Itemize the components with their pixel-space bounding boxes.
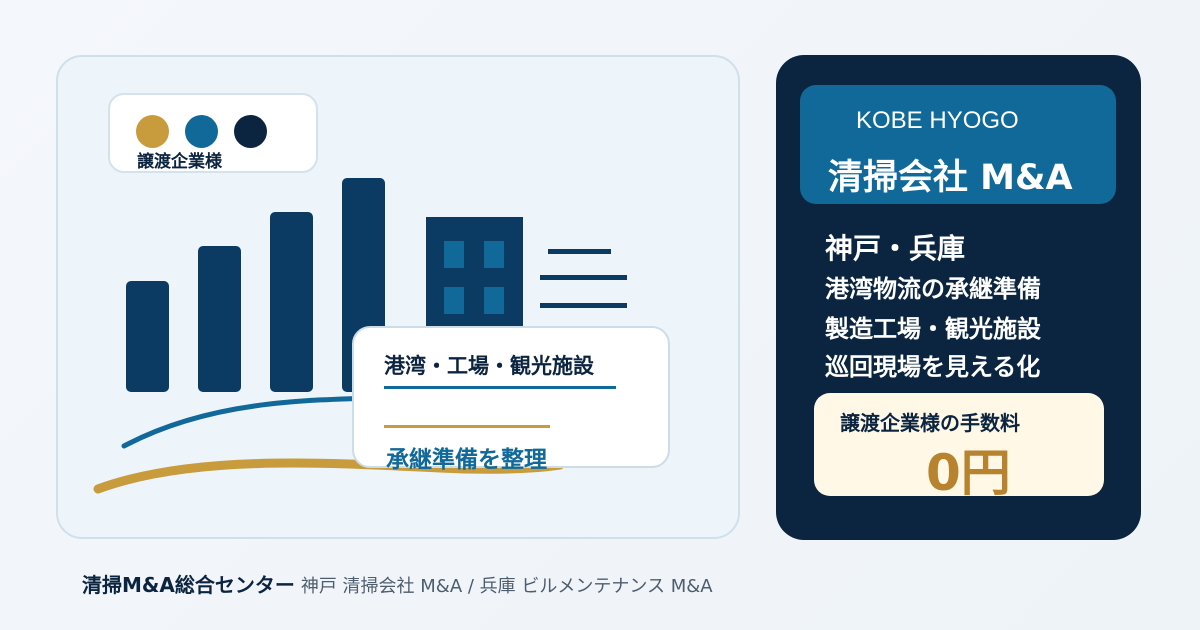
building-window — [484, 287, 504, 314]
building-body — [426, 217, 523, 332]
title-eyebrow: KOBE HYOGO — [856, 107, 1019, 134]
bar-3 — [270, 212, 313, 392]
legend-card: 譲渡企業様 — [108, 93, 318, 173]
info-card: 港湾・工場・観光施設 承継準備を整理 — [352, 326, 670, 473]
text-lines-icon — [540, 249, 627, 308]
gold-dot-icon — [136, 115, 169, 148]
footer-tagline: 神戸 清掃会社 M&A / 兵庫 ビルメンテナンス M&A — [300, 576, 713, 597]
feature-item: 港湾物流の承継準備 — [825, 275, 1041, 303]
fee-label: 譲渡企業様の手数料 — [840, 411, 1020, 435]
text-line — [540, 275, 627, 280]
building-window — [444, 287, 464, 314]
title-box: KOBE HYOGO 清掃会社 M&A — [800, 85, 1116, 204]
right-panel: KOBE HYOGO 清掃会社 M&A 神戸・兵庫 港湾物流の承継準備 製造工場… — [776, 55, 1141, 540]
bar-1 — [126, 281, 169, 392]
footer: 清掃M&A総合センター神戸 清掃会社 M&A / 兵庫 ビルメンテナンス M&A — [82, 569, 713, 598]
text-line — [548, 249, 611, 254]
building-window — [444, 241, 464, 268]
bar-2 — [198, 246, 241, 392]
info-title: 港湾・工場・観光施設 — [384, 354, 594, 378]
info-subtitle: 承継準備を整理 — [386, 447, 547, 473]
fee-value: 0円 — [926, 444, 1011, 502]
feature-item: 製造工場・観光施設 — [825, 315, 1041, 343]
footer-brand: 清掃M&A総合センター — [82, 573, 295, 597]
info-divider-blue — [384, 386, 616, 389]
navy-dot-icon — [234, 115, 267, 148]
info-divider-gold — [384, 425, 550, 428]
building-window — [484, 241, 504, 268]
text-line — [540, 303, 627, 308]
page-title: 清掃会社 M&A — [828, 158, 1073, 198]
feature-item: 神戸・兵庫 — [825, 232, 966, 265]
legend-label: 譲渡企業様 — [137, 152, 222, 172]
building-icon — [426, 217, 523, 332]
bar-chart-icon — [126, 178, 385, 392]
feature-item: 巡回現場を見える化 — [825, 353, 1041, 381]
blue-dot-icon — [185, 115, 218, 148]
fee-box: 譲渡企業様の手数料 0円 — [814, 393, 1104, 502]
